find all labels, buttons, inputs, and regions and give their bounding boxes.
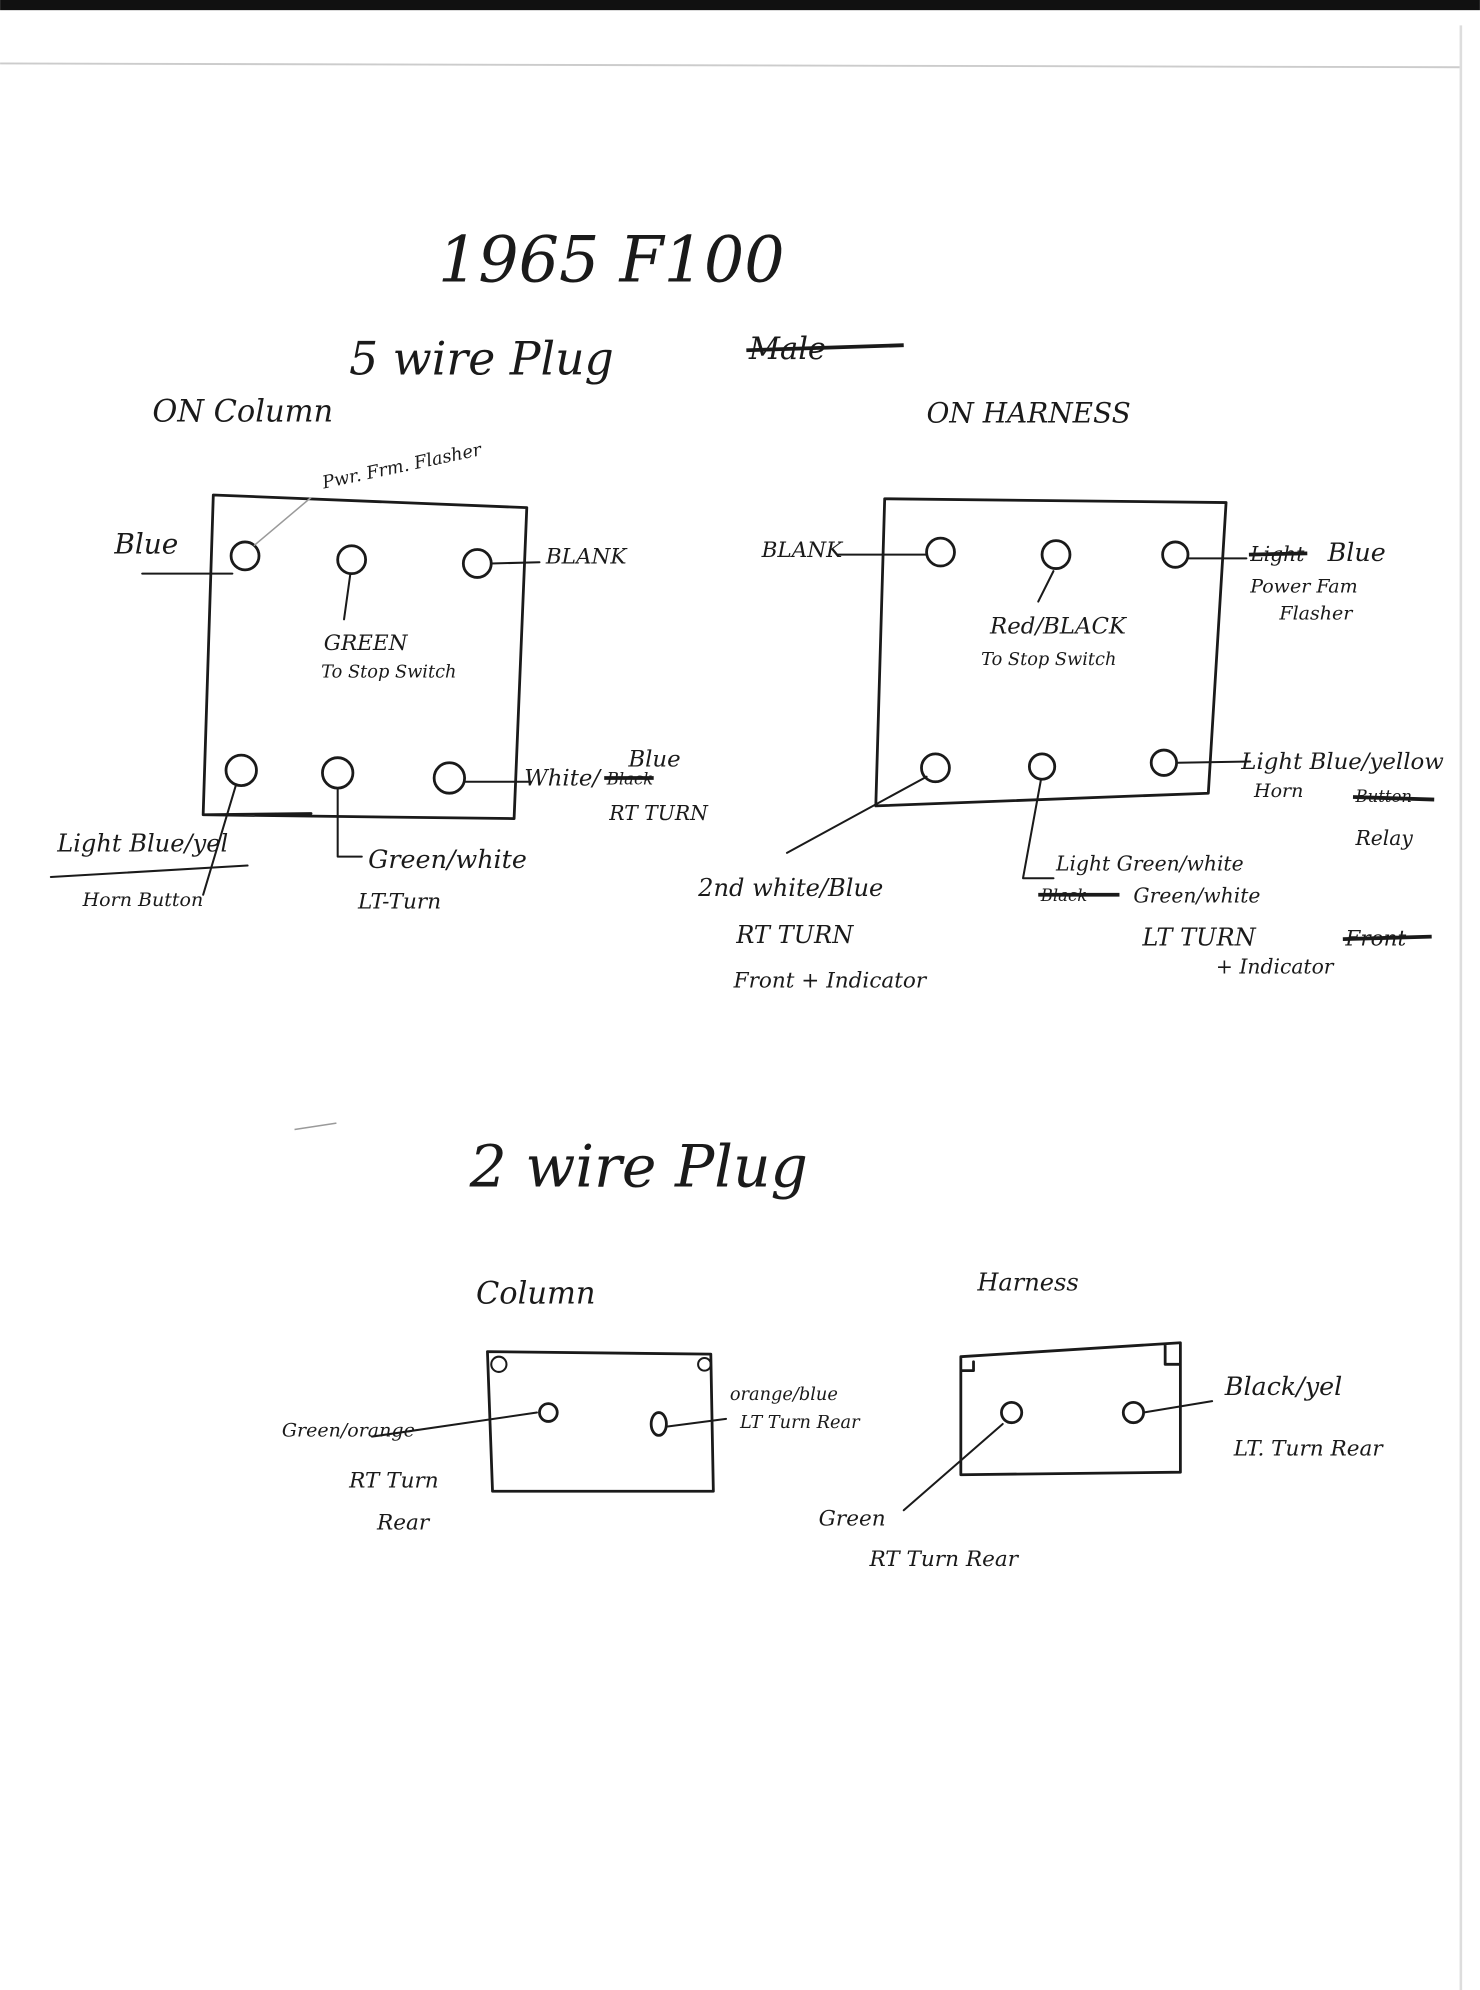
leader-line [343, 572, 352, 621]
pin [1149, 748, 1178, 777]
wire-note: To Stop Switch [321, 663, 456, 683]
wire-label: Green/white [1133, 883, 1260, 907]
pin [920, 752, 951, 784]
leader-line [336, 787, 363, 858]
leader-line [1176, 760, 1252, 764]
leader-line [1037, 570, 1055, 603]
wire-note: Rear [376, 1510, 431, 1535]
pin [1121, 1400, 1145, 1425]
leader-line [370, 1411, 538, 1438]
harness-pins [920, 536, 1190, 784]
two-wire-heading: 2 wire Plug [469, 1133, 808, 1201]
wire-label: Blue [627, 747, 680, 773]
stray-mark [294, 1122, 337, 1131]
harness-connector-box [874, 497, 1228, 808]
wire-note: To Stop Switch [981, 650, 1116, 670]
wire-note: RT Turn [348, 1468, 439, 1493]
wire-label: GREEN [324, 631, 409, 656]
paper-top-edge [0, 62, 1460, 69]
wire-note: Horn [1253, 780, 1303, 802]
leader-line [1142, 1400, 1214, 1414]
pin [538, 1402, 559, 1423]
leader-line [1022, 779, 1055, 880]
pin [224, 753, 258, 787]
strikethrough [1248, 551, 1308, 557]
underline [49, 864, 249, 878]
pin [321, 756, 355, 790]
wire-note: Pwr. Frm. Flasher [320, 440, 485, 494]
wire-label: Red/BLACK [989, 613, 1128, 639]
pin [229, 540, 261, 572]
pin [925, 536, 956, 568]
wire-label: Black/yel [1224, 1371, 1343, 1401]
wire-note: + Indicator [1216, 954, 1335, 978]
wire-note: Relay [1355, 826, 1414, 850]
corner-mark [490, 1355, 508, 1373]
two-wire-harness-box [959, 1341, 1182, 1477]
page-title: 1965 F100 [438, 223, 785, 297]
leader-line [666, 1417, 728, 1428]
pin [1161, 540, 1190, 569]
harness-label: ON HARNESS [927, 397, 1131, 430]
leader-line [490, 561, 541, 565]
wire-note: RT TURN [735, 921, 854, 949]
strikethrough [1342, 934, 1432, 942]
leader-line [202, 783, 238, 896]
two-wire-column-box [486, 1350, 715, 1493]
strikethrough [1352, 795, 1435, 802]
column-connector-box [201, 493, 529, 820]
wire-label: BLANK [545, 544, 629, 569]
wire-label: Green [819, 1506, 886, 1531]
pin [1000, 1400, 1024, 1425]
wire-label: orange/blue [730, 1385, 838, 1405]
leader-line [785, 775, 928, 854]
wire-note: LT. Turn Rear [1233, 1437, 1385, 1462]
wire-note: Horn Button [82, 889, 204, 911]
wire-label: 2nd white/Blue [697, 874, 883, 902]
scan-top-edge [0, 0, 1480, 11]
wire-note: Power Fam [1249, 576, 1357, 598]
wire-label: BLANK [761, 538, 845, 563]
wire-note: RT Turn Rear [868, 1547, 1019, 1572]
wire-note: RT TURN [608, 801, 709, 825]
wire-label: Blue [113, 527, 178, 560]
wire-label: Light Green/white [1055, 852, 1244, 876]
wire-note: Front + Indicator [733, 968, 928, 993]
pin [461, 548, 493, 579]
leader-line [253, 496, 312, 547]
wire-note: LT TURN [1141, 924, 1256, 952]
two-wire-column-label: Column [476, 1276, 595, 1311]
wire-label: Light Blue/yellow [1240, 749, 1444, 775]
wire-label: Green/orange [282, 1420, 415, 1442]
corner-mark [697, 1356, 712, 1372]
pin [1040, 539, 1072, 570]
wire-note: Flasher [1278, 602, 1354, 624]
pin [432, 761, 466, 795]
wire-note: LT Turn Rear [739, 1413, 861, 1433]
wire-note: LT-Turn [357, 890, 441, 915]
five-wire-heading: 5 wire Plug [349, 332, 614, 385]
two-wire-harness-label: Harness [976, 1269, 1078, 1297]
wire-label: Green/white [368, 844, 527, 874]
pin [336, 544, 368, 576]
wire-label: Blue [1327, 537, 1386, 567]
strikethrough [746, 343, 904, 353]
wire-label: Light Blue/yel [56, 830, 228, 858]
pin [1027, 752, 1057, 781]
column-label: ON Column [152, 394, 333, 429]
wire-label: White/ [524, 766, 602, 792]
leader-line [902, 1422, 1004, 1512]
pin [649, 1411, 668, 1437]
